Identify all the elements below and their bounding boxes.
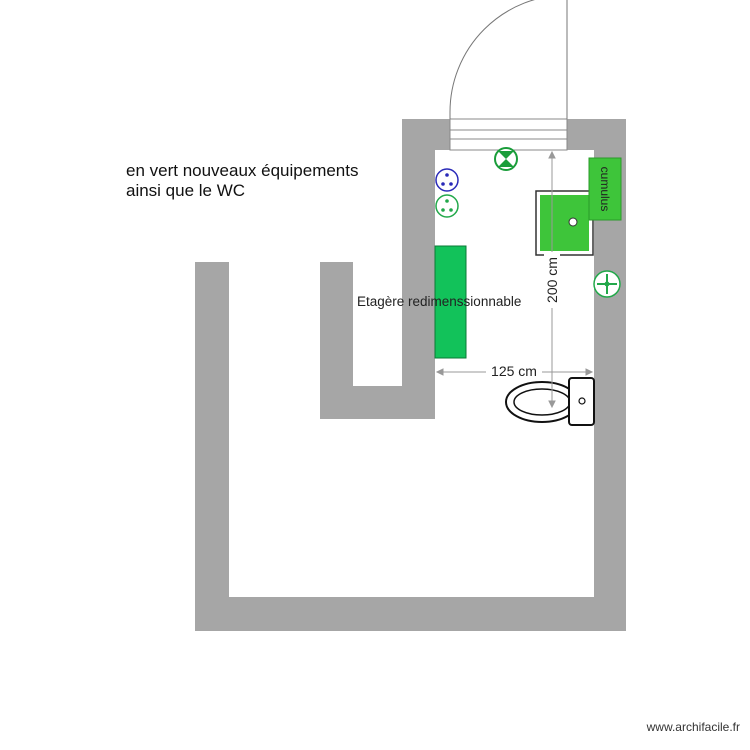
power-outlet-icon-green xyxy=(435,194,459,218)
dimension-width-label: 125 cm xyxy=(491,363,537,379)
wall-inner-stub xyxy=(320,262,353,419)
wall-bottom xyxy=(195,597,626,631)
sink-icon xyxy=(535,190,594,256)
water-heater: cumulus xyxy=(588,157,622,221)
wall-inner-vertical xyxy=(402,119,435,419)
door-swing-icon xyxy=(449,0,568,119)
water-heater-label: cumulus xyxy=(598,167,612,212)
note-line-1: en vert nouveaux équipements xyxy=(126,161,359,180)
window-icon xyxy=(449,118,568,151)
shelf-label: Etagère redimenssionnable xyxy=(357,294,521,309)
legend-note: en vert nouveaux équipements ainsi que l… xyxy=(126,161,359,201)
ceiling-light-icon xyxy=(494,147,518,171)
power-outlet-icon xyxy=(435,168,459,192)
wall-left xyxy=(195,262,229,631)
walls xyxy=(195,119,626,631)
toilet-icon xyxy=(505,377,595,426)
note-line-2: ainsi que le WC xyxy=(126,181,246,200)
dimension-height-label: 200 cm xyxy=(544,257,560,303)
ventilation-fan-icon xyxy=(593,270,621,298)
watermark: www.archifacile.fr xyxy=(646,720,740,734)
shelf xyxy=(434,245,467,359)
